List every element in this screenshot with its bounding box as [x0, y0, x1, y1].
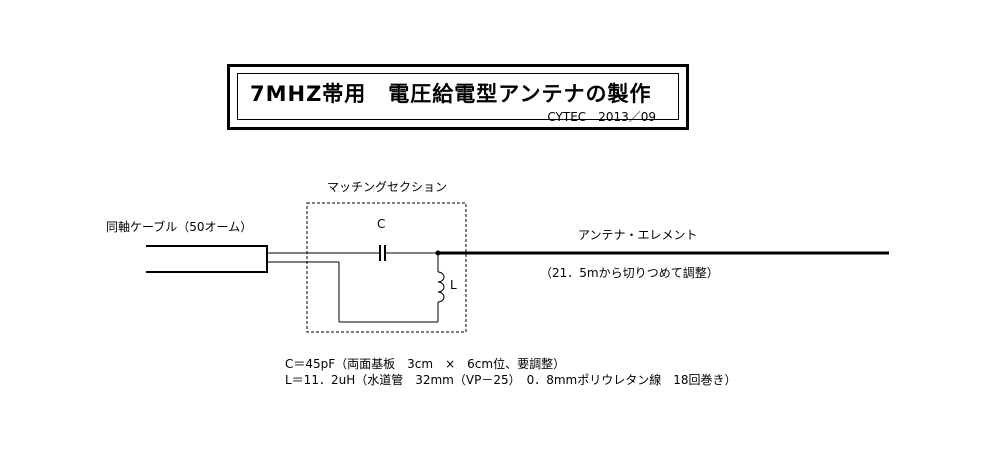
title-box: 7MHZ帯用 電圧給電型アンテナの製作 CYTEC 2013／09 — [227, 64, 689, 130]
matching-section-label: マッチングセクション — [327, 180, 448, 194]
inductor-spec-note: L＝11．2uH（水道管 32mm（VP－25） 0．8mmポリウレタン線 18… — [285, 373, 737, 387]
matching-section-box — [306, 202, 467, 333]
title-inner-frame: 7MHZ帯用 電圧給電型アンテナの製作 CYTEC 2013／09 — [237, 73, 679, 124]
antenna-element-note: （21．5mから切りつめて調整） — [540, 266, 719, 280]
capacitor-label: C — [377, 217, 386, 231]
inductor-coil — [437, 271, 445, 303]
capacitor-symbol — [379, 245, 386, 261]
antenna-element-label: アンテナ・エレメント — [578, 228, 698, 242]
capacitor-spec-note: C＝45pF（両面基板 3cm × 6cm位、要調整） — [285, 357, 566, 371]
inductor-label: L — [450, 278, 457, 292]
coax-cable — [146, 245, 268, 273]
diagram-author-date: CYTEC 2013／09 — [547, 110, 656, 124]
diagram-title: 7MHZ帯用 電圧給電型アンテナの製作 — [250, 82, 652, 106]
coax-cable-label: 同軸ケーブル（50オーム） — [106, 220, 253, 234]
